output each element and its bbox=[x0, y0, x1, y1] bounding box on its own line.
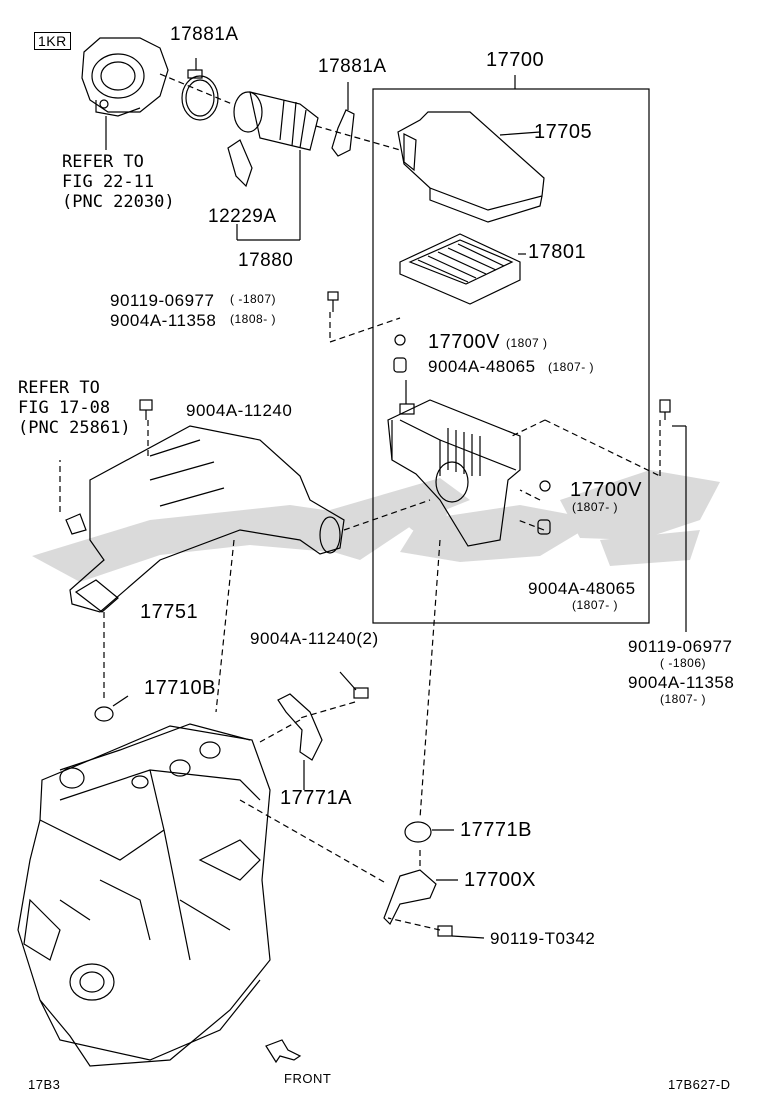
part-label-9004a-48065-lower[interactable]: 9004A-48065 bbox=[528, 579, 636, 598]
grommet-17771b-drawing bbox=[404, 821, 454, 843]
refer-manifold-line-2: FIG 17-08 bbox=[18, 398, 111, 418]
refer-throttle-line-3: (PNC 22030) bbox=[62, 192, 175, 212]
part-label-9004a-11358-upper[interactable]: 9004A-11358 bbox=[110, 311, 217, 330]
watermark-logo bbox=[32, 470, 720, 582]
part-label-17710b[interactable]: 17710B bbox=[144, 677, 216, 699]
model-code-badge: 1KR bbox=[34, 32, 71, 50]
leader-dashed-lines bbox=[59, 73, 661, 931]
case-lower-drawing bbox=[387, 380, 521, 547]
part-label-17700v-lower[interactable]: 17700V bbox=[570, 479, 642, 501]
part-label-17700[interactable]: 17700 bbox=[486, 49, 545, 71]
part-label-17771a[interactable]: 17771A bbox=[280, 787, 352, 809]
part-label-17880[interactable]: 17880 bbox=[238, 250, 294, 271]
refer-throttle-line-2: FIG 22-11 bbox=[62, 172, 155, 192]
part-label-17751[interactable]: 17751 bbox=[140, 601, 199, 623]
date-9004a-11358-lower: (1807- ) bbox=[660, 692, 707, 706]
grommet-17710b-drawing bbox=[94, 695, 129, 722]
refer-manifold-line-3: (PNC 25861) bbox=[18, 418, 131, 438]
bracket-17771a-drawing bbox=[277, 693, 323, 790]
inlet-duct-17751-drawing bbox=[65, 425, 345, 613]
date-90119-06977-lower: ( -1806) bbox=[660, 656, 707, 670]
cap-17705-drawing bbox=[397, 111, 545, 223]
page-code-right: 17B627-D bbox=[668, 1077, 731, 1092]
refer-throttle-line-1: REFER TO bbox=[62, 152, 144, 172]
date-9004a-48065-upper: (1807- ) bbox=[548, 360, 595, 374]
date-9004a-48065-lower: (1807- ) bbox=[572, 598, 619, 612]
part-label-17700v-upper[interactable]: 17700V bbox=[428, 331, 500, 353]
engine-block-drawing bbox=[17, 723, 271, 1067]
part-label-90119-t0342[interactable]: 90119-T0342 bbox=[490, 929, 596, 948]
clamp-17881a-right-drawing bbox=[331, 82, 355, 157]
filter-element-17801-drawing bbox=[399, 233, 526, 305]
part-label-9004a-11358-lower[interactable]: 9004A-11358 bbox=[628, 673, 735, 692]
part-label-90119-06977-upper[interactable]: 90119-06977 bbox=[110, 291, 215, 310]
front-arrow-icon bbox=[265, 1039, 302, 1064]
part-label-17771b[interactable]: 17771B bbox=[460, 819, 532, 841]
bolt-9004a-11240-drawing bbox=[139, 399, 153, 420]
part-label-17700x[interactable]: 17700X bbox=[464, 869, 536, 891]
date-17700v-upper: (1807 ) bbox=[506, 336, 548, 350]
throttle-body-drawing bbox=[81, 37, 169, 150]
part-label-17881a-left[interactable]: 17881A bbox=[170, 24, 239, 45]
front-label: FRONT bbox=[284, 1071, 332, 1086]
part-label-90119-06977-lower[interactable]: 90119-06977 bbox=[628, 637, 733, 656]
bolt-upper-drawing bbox=[327, 291, 339, 312]
bracket-17700x-drawing bbox=[383, 869, 458, 926]
part-label-17801[interactable]: 17801 bbox=[528, 241, 587, 263]
clamp-17881a-left-drawing bbox=[181, 58, 219, 121]
bolt-right-drawing bbox=[659, 399, 687, 632]
part-label-17705[interactable]: 17705 bbox=[534, 121, 593, 143]
intake-hose-17880-drawing bbox=[227, 91, 319, 241]
part-label-9004a-11240[interactable]: 9004A-11240 bbox=[186, 401, 293, 420]
part-label-9004a-11240-pair[interactable]: 9004A-11240(2) bbox=[250, 629, 379, 648]
bolt-pair-drawing bbox=[339, 671, 369, 699]
bolt-t0342-drawing bbox=[437, 925, 485, 939]
grommets-17700v-drawing bbox=[393, 334, 551, 535]
refer-manifold-line-1: REFER TO bbox=[18, 378, 100, 398]
page-code-left: 17B3 bbox=[28, 1077, 61, 1092]
date-17700v-lower: (1807- ) bbox=[572, 500, 619, 514]
part-label-12229a[interactable]: 12229A bbox=[208, 206, 277, 227]
date-90119-06977-upper: ( -1807) bbox=[230, 292, 277, 306]
assembly-17700-box bbox=[372, 88, 650, 624]
date-9004a-11358-upper: (1808- ) bbox=[230, 312, 277, 326]
part-label-9004a-48065-upper[interactable]: 9004A-48065 bbox=[428, 357, 536, 376]
part-label-17881a-right[interactable]: 17881A bbox=[318, 56, 387, 77]
